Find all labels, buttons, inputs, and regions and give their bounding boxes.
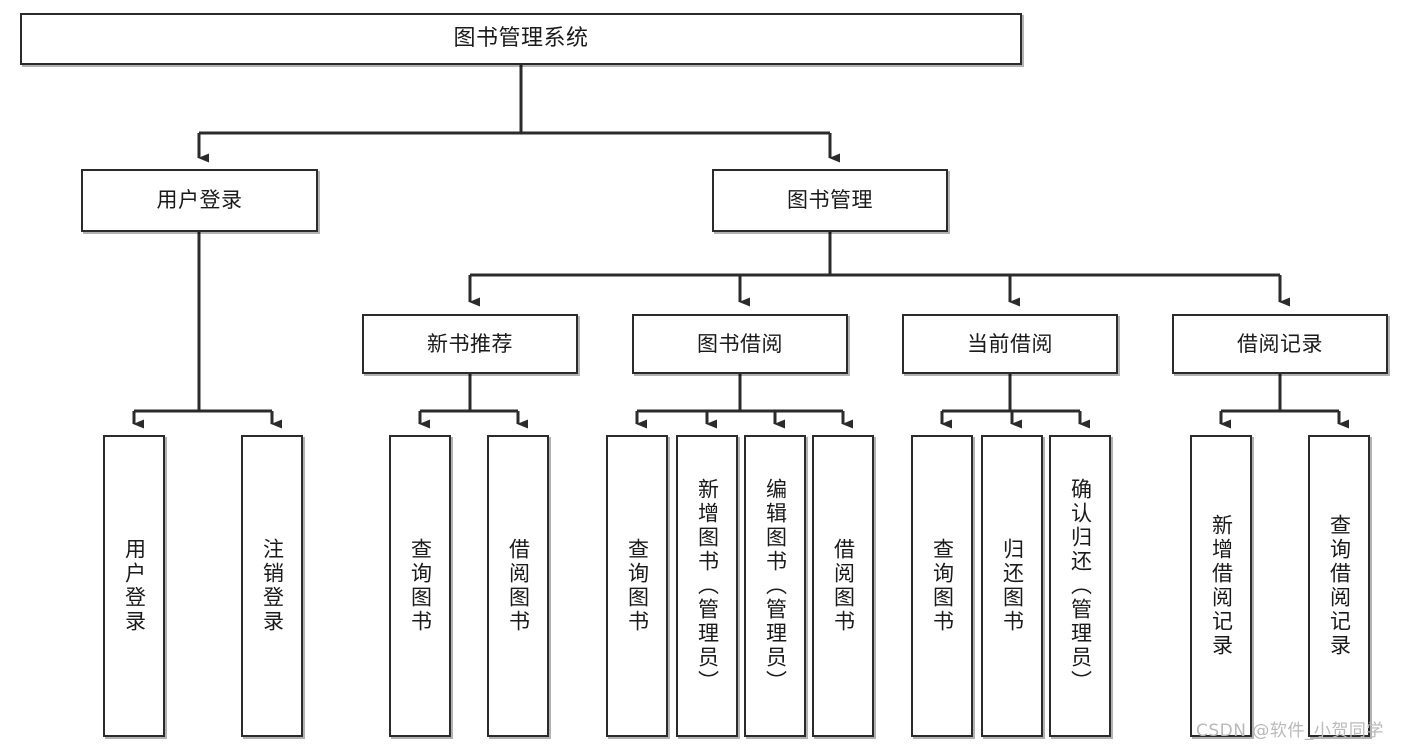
node-book-borrow[interactable]: 图书借阅: [632, 314, 848, 374]
node-borrow-book-rec[interactable]: 借阅图书: [487, 435, 549, 737]
node-add-book-admin[interactable]: 新增图书（管理员）: [676, 435, 738, 737]
node-query-book-current-label: 查询图书: [930, 538, 955, 634]
node-query-book-borrow-label: 查询图书: [625, 538, 650, 634]
node-book-management[interactable]: 图书管理: [712, 169, 948, 232]
node-query-borrow-record[interactable]: 查询借阅记录: [1308, 435, 1370, 737]
node-edit-book-admin[interactable]: 编辑图书（管理员）: [744, 435, 806, 737]
node-borrow-book[interactable]: 借阅图书: [812, 435, 874, 737]
node-new-book-recommend[interactable]: 新书推荐: [362, 314, 578, 374]
node-book-borrow-label: 图书借阅: [697, 331, 783, 356]
node-current-borrow-label: 当前借阅: [967, 331, 1053, 356]
node-confirm-return-admin[interactable]: 确认归还（管理员）: [1049, 435, 1111, 737]
node-return-book-label: 归还图书: [1000, 538, 1025, 634]
node-query-book-current[interactable]: 查询图书: [911, 435, 973, 737]
node-add-borrow-record[interactable]: 新增借阅记录: [1190, 435, 1252, 737]
node-root-label: 图书管理系统: [453, 26, 589, 52]
node-new-book-recommend-label: 新书推荐: [427, 331, 513, 356]
node-user-login-label: 用户登录: [156, 188, 243, 213]
node-query-book-rec-label: 查询图书: [408, 538, 433, 634]
node-user-login-leaf[interactable]: 用户登录: [103, 435, 165, 737]
node-add-borrow-record-label: 新增借阅记录: [1209, 514, 1234, 658]
node-logout-leaf[interactable]: 注销登录: [241, 435, 303, 737]
node-confirm-return-admin-label: 确认归还（管理员）: [1068, 478, 1093, 694]
node-query-borrow-record-label: 查询借阅记录: [1327, 514, 1352, 658]
node-add-book-admin-label: 新增图书（管理员）: [695, 478, 720, 694]
node-borrow-record[interactable]: 借阅记录: [1172, 314, 1388, 374]
node-book-management-label: 图书管理: [787, 188, 873, 213]
node-return-book[interactable]: 归还图书: [981, 435, 1043, 737]
node-borrow-record-label: 借阅记录: [1237, 331, 1323, 356]
node-user-login[interactable]: 用户登录: [81, 169, 318, 232]
node-logout-leaf-label: 注销登录: [260, 538, 285, 634]
node-query-book-borrow[interactable]: 查询图书: [606, 435, 668, 737]
node-root[interactable]: 图书管理系统: [20, 13, 1022, 65]
node-user-login-leaf-label: 用户登录: [122, 538, 147, 634]
node-current-borrow[interactable]: 当前借阅: [902, 314, 1118, 374]
node-borrow-book-label: 借阅图书: [831, 538, 856, 634]
watermark-text: CSDN @软件_小贺同学: [1196, 721, 1384, 741]
node-edit-book-admin-label: 编辑图书（管理员）: [763, 478, 788, 694]
node-borrow-book-rec-label: 借阅图书: [506, 538, 531, 634]
node-query-book-rec[interactable]: 查询图书: [389, 435, 451, 737]
